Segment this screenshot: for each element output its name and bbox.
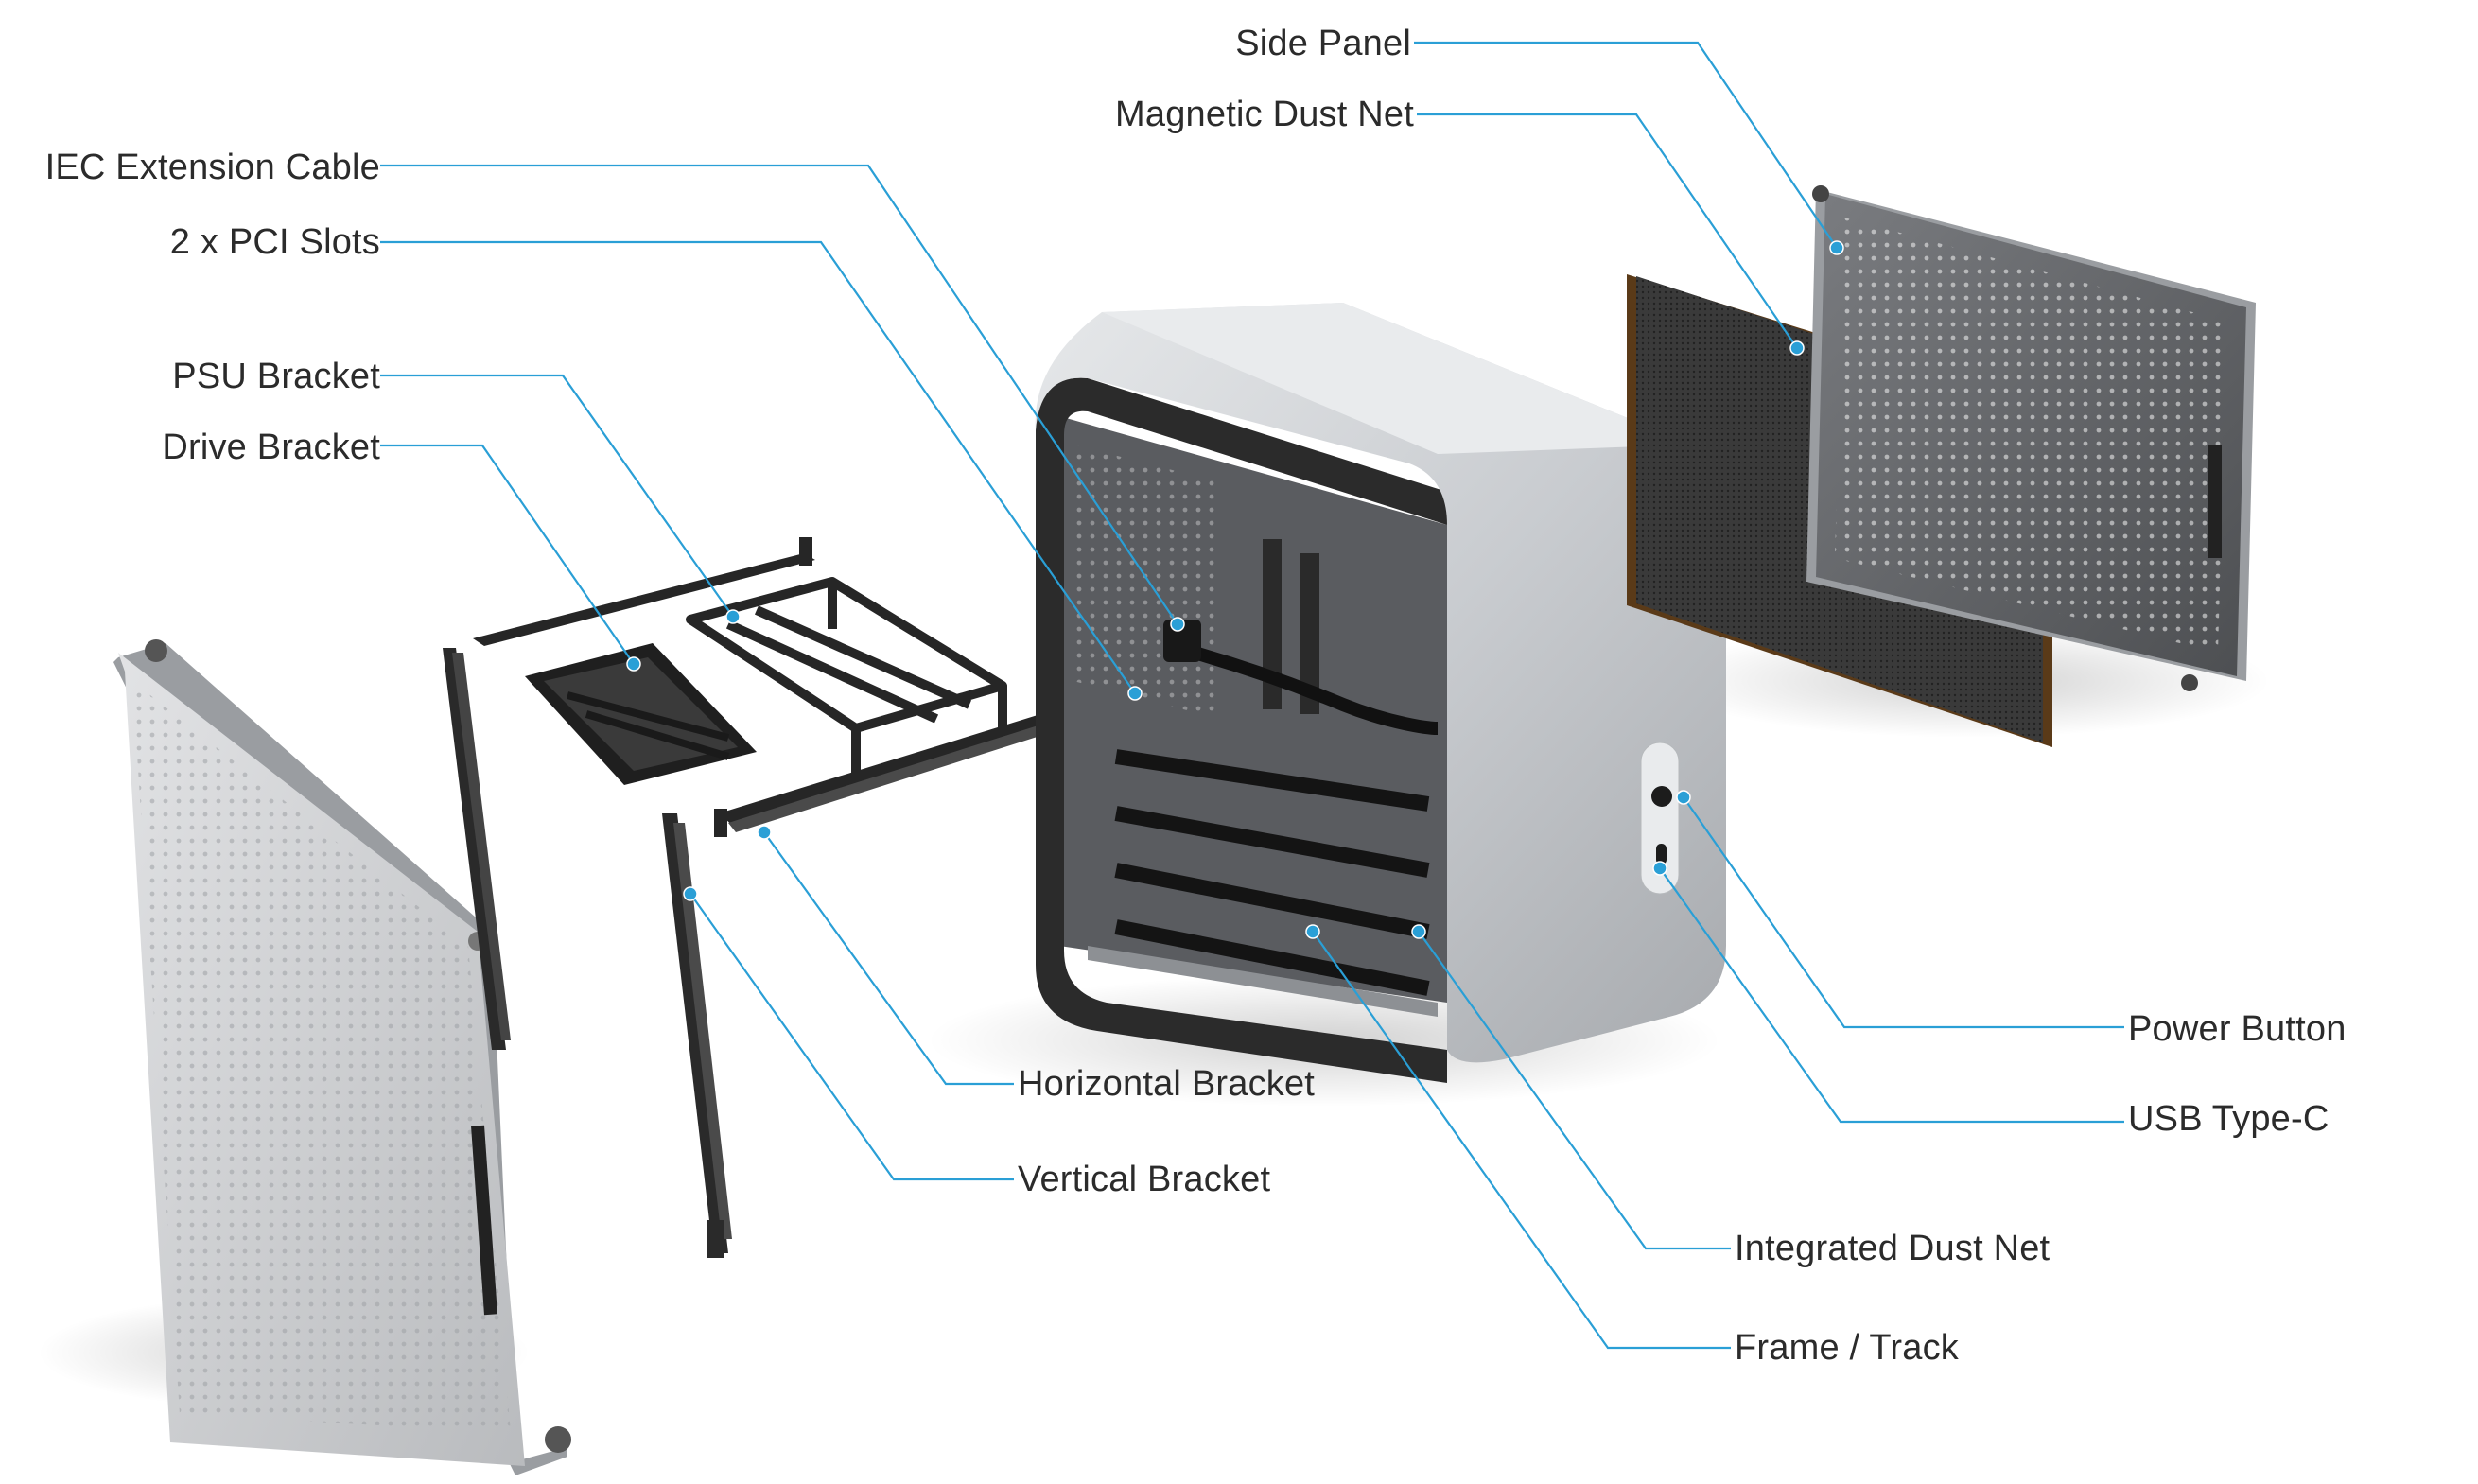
label-power-button: Power Button	[2128, 1009, 2347, 1049]
leader-vertical-bracket-dot	[683, 886, 698, 901]
leader-drive-bracket-dot	[626, 656, 641, 672]
label-integrated-dust-net: Integrated Dust Net	[1735, 1229, 2050, 1268]
top-rail	[473, 537, 815, 646]
leader-psu-bracket	[380, 374, 734, 618]
leader-lines	[380, 41, 2124, 1350]
leader-power-button	[1683, 796, 2124, 1029]
leader-pci-slots-dot	[1127, 686, 1143, 701]
label-iec-extension-cable: IEC Extension Cable	[44, 148, 380, 187]
leader-drive-bracket	[380, 444, 635, 665]
side-panel-right	[1806, 185, 2256, 691]
label-usb-type-c: USB Type-C	[2128, 1099, 2330, 1139]
case-body	[1035, 303, 1726, 1084]
leader-side-panel	[1414, 41, 1838, 249]
label-horizontal-bracket: Horizontal Bracket	[1018, 1064, 1316, 1104]
leader-usb-type-c	[1659, 867, 2124, 1124]
psu-bracket	[686, 577, 1007, 776]
leader-frame-track	[1312, 931, 1731, 1350]
drive-bracket	[525, 643, 757, 785]
leader-psu-bracket-dot	[725, 609, 741, 624]
leader-integrated-dust-net-dot	[1411, 924, 1426, 939]
leader-horizontal-bracket	[763, 831, 1014, 1086]
leader-power-button-dot	[1676, 790, 1691, 805]
leader-horizontal-bracket-dot	[757, 825, 772, 840]
label-magnetic-dust-net: Magnetic Dust Net	[1115, 95, 1414, 134]
label-pci-slots: 2 x PCI Slots	[169, 222, 380, 262]
leader-frame-track-dot	[1305, 924, 1320, 939]
label-vertical-bracket: Vertical Bracket	[1018, 1160, 1271, 1199]
vertical-bracket-left	[443, 648, 511, 1050]
horizontal-bracket	[714, 711, 1064, 837]
leader-magnetic-dust-net	[1417, 113, 1798, 349]
leader-vertical-bracket	[689, 893, 1014, 1181]
leader-integrated-dust-net	[1418, 931, 1731, 1250]
left-side-panel	[113, 639, 571, 1475]
leader-magnetic-dust-net-dot	[1789, 340, 1805, 356]
leader-usb-type-c-dot	[1652, 861, 1667, 876]
leader-iec-extension-cable-dot	[1170, 617, 1185, 632]
vertical-bracket	[662, 813, 732, 1258]
leader-pci-slots	[380, 240, 1136, 694]
label-side-panel: Side Panel	[1235, 24, 1411, 63]
label-psu-bracket: PSU Bracket	[172, 357, 380, 396]
label-frame-track: Frame / Track	[1735, 1328, 1959, 1368]
label-drive-bracket: Drive Bracket	[162, 428, 380, 467]
leader-iec-extension-cable	[380, 164, 1178, 625]
leader-side-panel-dot	[1829, 240, 1844, 255]
